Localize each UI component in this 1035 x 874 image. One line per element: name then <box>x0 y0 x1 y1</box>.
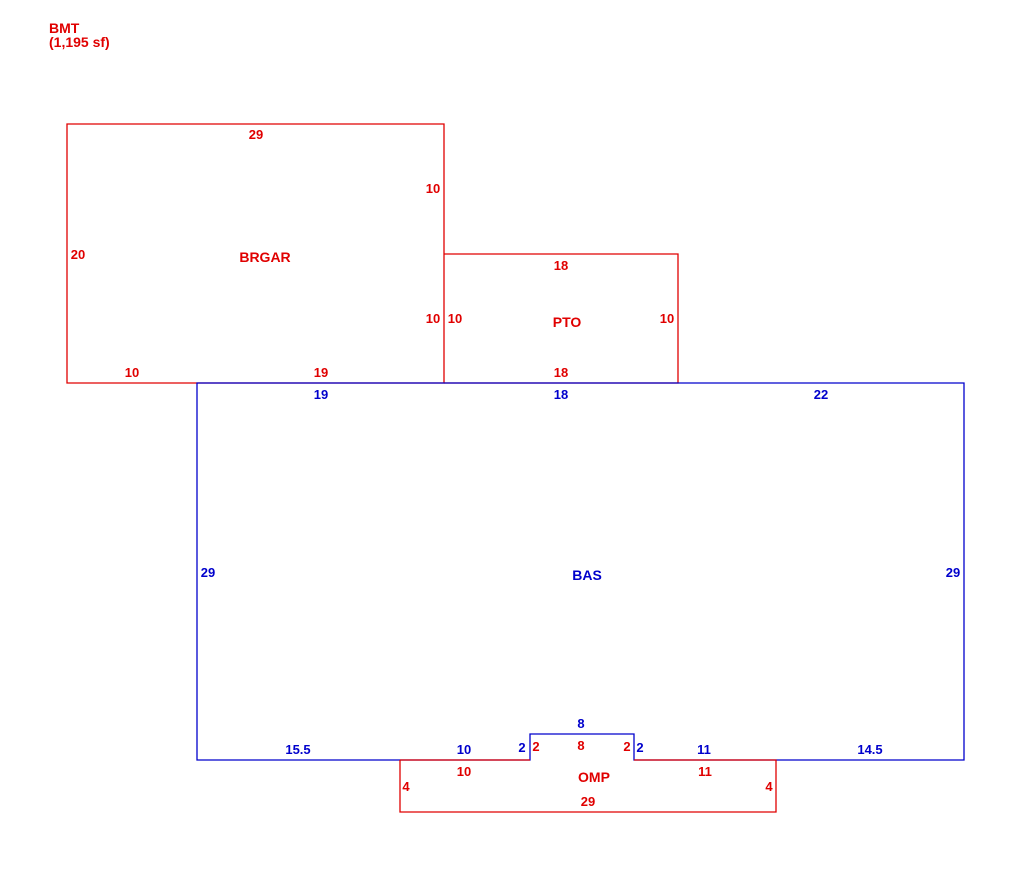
pto-dim-right: 10 <box>660 311 674 326</box>
omp-dim-top-right: 11 <box>698 764 712 779</box>
bas-dim-bottom-inner-right: 11 <box>697 742 711 757</box>
omp-outline <box>399 759 777 813</box>
omp-dim-right: 4 <box>765 779 773 794</box>
bas-dim-bottom-right: 14.5 <box>857 742 882 757</box>
bas-dim-right: 29 <box>946 565 960 580</box>
brgar-dim-right-lower: 10 <box>426 311 440 326</box>
bas-dim-top-middle: 18 <box>554 387 568 402</box>
omp-label: OMP <box>578 769 610 785</box>
pto-dim-top: 18 <box>554 258 568 273</box>
brgar-dim-top: 29 <box>249 127 263 142</box>
bas-dim-bottom-inner-left: 10 <box>457 742 471 757</box>
bas-dim-left: 29 <box>201 565 215 580</box>
bas-outline <box>196 382 965 761</box>
total-area-label: (1,195 sf) <box>49 34 110 50</box>
pto-label: PTO <box>553 314 582 330</box>
pto-dim-bottom: 18 <box>554 365 568 380</box>
sketch-title: BMT (1,195 sf) <box>49 21 110 49</box>
omp-dim-bottom: 29 <box>581 794 595 809</box>
bas-dim-notch-right: 2 <box>636 740 643 755</box>
omp-dim-top-left: 10 <box>457 764 471 779</box>
brgar-dim-bottom-right: 19 <box>314 365 328 380</box>
level-label: BMT <box>49 20 80 36</box>
omp-dim-left: 4 <box>402 779 410 794</box>
omp-dim-notch-top: 8 <box>577 738 584 753</box>
bas-label: BAS <box>572 567 602 583</box>
bas-dim-top-left: 19 <box>314 387 328 402</box>
brgar-dim-bottom-left: 10 <box>125 365 139 380</box>
bas-dim-notch-left: 2 <box>518 740 525 755</box>
omp-dim-notch-right: 2 <box>623 739 630 754</box>
brgar-dim-left: 20 <box>71 247 85 262</box>
bas-dim-bottom-left: 15.5 <box>285 742 310 757</box>
bas-dim-top-right: 22 <box>814 387 828 402</box>
brgar-label: BRGAR <box>239 249 290 265</box>
brgar-dim-right-upper: 10 <box>426 181 440 196</box>
omp-dim-notch-left: 2 <box>532 739 539 754</box>
bas-dim-notch-top: 8 <box>577 716 584 731</box>
pto-dim-left: 10 <box>448 311 462 326</box>
